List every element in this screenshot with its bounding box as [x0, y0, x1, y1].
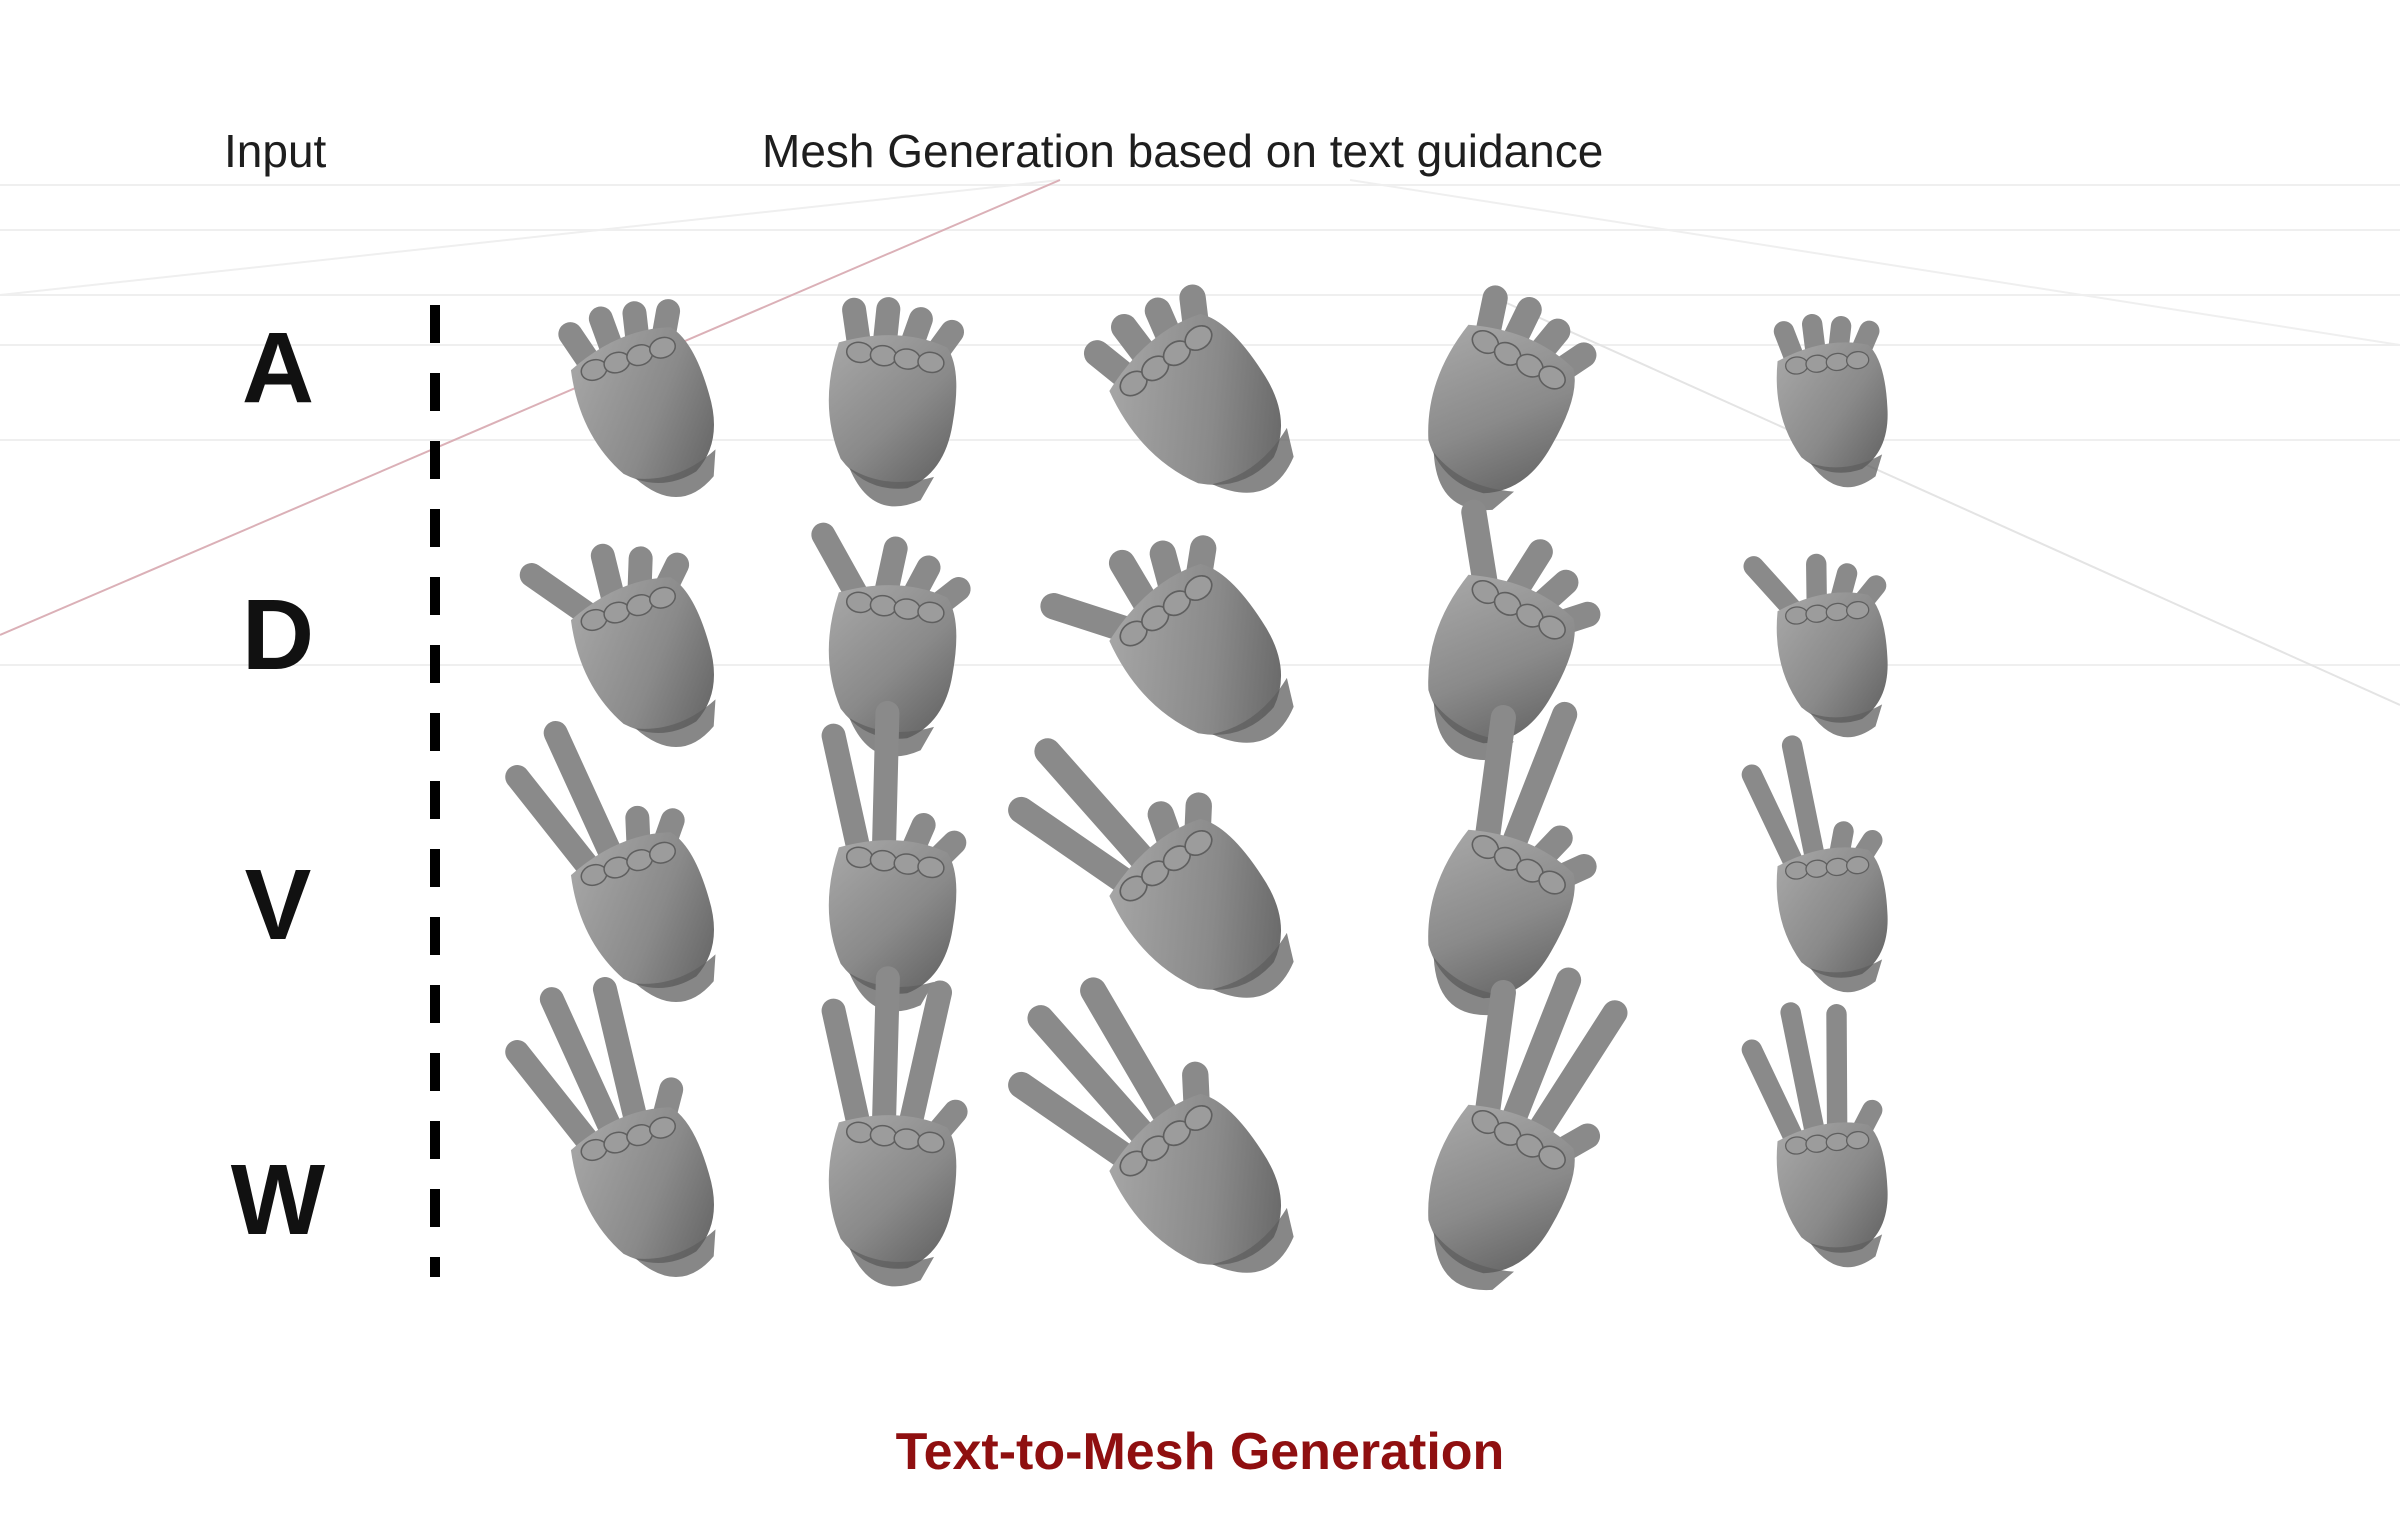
row-letter-d: D: [241, 579, 315, 691]
hand-mesh-a-1: [558, 299, 716, 497]
row-letter-a: A: [241, 312, 315, 424]
hand-mesh-w-1: [505, 977, 716, 1277]
dashed-divider: [430, 305, 440, 1277]
hand-mesh-w-4: [1428, 967, 1628, 1291]
hand-mesh-w-5: [1741, 1002, 1888, 1268]
hand-mesh-w-3: [1008, 977, 1294, 1273]
hand-mesh-a-2: [828, 297, 965, 507]
hand-mesh-d-5: [1743, 553, 1888, 738]
hand-mesh-v-3: [1008, 738, 1294, 998]
hand-mesh-w-2: [821, 966, 968, 1287]
hand-mesh-d-1: [519, 543, 716, 747]
input-column-label: Input: [224, 125, 327, 177]
hand-mesh-a-4: [1428, 285, 1597, 511]
row-letter-v: V: [244, 849, 312, 961]
row-letter-w: W: [230, 1144, 326, 1256]
hand-mesh-a-3: [1083, 284, 1294, 493]
hand-mesh-v-5: [1741, 735, 1888, 993]
hand-mesh-a-5: [1773, 313, 1888, 488]
hand-mesh-d-3: [1040, 535, 1294, 743]
generation-column-title: Mesh Generation based on text guidance: [762, 125, 1604, 177]
hand-mesh-d-4: [1428, 499, 1601, 761]
hand-mesh-v-2: [821, 700, 967, 1012]
hand-mesh-v-1: [505, 720, 716, 1002]
hand-mesh-v-4: [1428, 701, 1597, 1016]
figure-caption: Text-to-Mesh Generation: [895, 1423, 1505, 1481]
hand-mesh-d-2: [811, 522, 971, 757]
